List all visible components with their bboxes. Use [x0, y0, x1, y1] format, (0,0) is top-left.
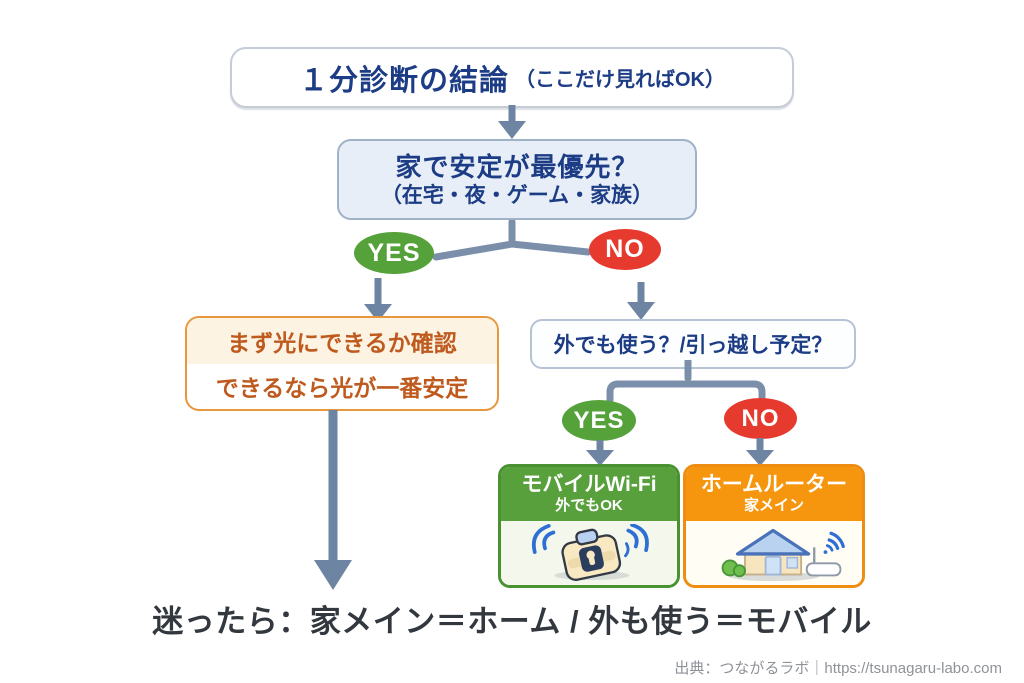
source-credit: 出典：つながるラボ｜https://tsunagaru-labo.com: [674, 660, 1002, 677]
home-router-card-title: ホームルーター: [700, 473, 848, 496]
home-router-card-body: [686, 521, 862, 585]
mobile-wifi-card: モバイルWi-Fi 外でもOK: [498, 464, 680, 588]
down-arrow-icon: [364, 278, 392, 322]
question1-line1: 家で安定が最優先？: [395, 151, 639, 182]
branch2-no-badge: NO: [724, 398, 797, 439]
mobile-wifi-card-body: [501, 521, 677, 585]
branch1-no-badge: NO: [589, 229, 661, 270]
down-arrow-icon: [498, 105, 526, 139]
title-box: １分診断の結論 （ここだけ見ればOK）: [230, 47, 794, 108]
mobile-wifi-card-subtitle: 外でもOK: [555, 497, 623, 514]
home-router-card-subtitle: 家メイン: [743, 497, 804, 514]
branch1-connector: [432, 220, 592, 261]
down-arrow-icon: [746, 438, 774, 466]
mobile-wifi-card-header: モバイルWi-Fi 外でもOK: [501, 467, 677, 521]
branch2-connector: [606, 360, 766, 402]
conclusion-text: 迷ったら：家メイン＝ホーム / 外も使う＝モバイル: [152, 604, 872, 639]
fiber-line1: まず光にできるか確認: [187, 318, 497, 364]
mobile-wifi-router-icon: [531, 524, 649, 582]
home-router-card-header: ホームルーター 家メイン: [686, 467, 862, 521]
question1-line2: （在宅・夜・ゲーム・家族）: [380, 183, 654, 207]
house-router-icon: [721, 528, 845, 582]
mobile-wifi-card-title: モバイルWi-Fi: [521, 473, 657, 496]
branch2-yes-badge: YES: [562, 400, 636, 441]
fiber-recommendation-box: まず光にできるか確認 できるなら光が一番安定: [185, 316, 499, 411]
title-main: １分診断の結論: [298, 64, 509, 97]
home-router-card: ホームルーター 家メイン: [683, 464, 865, 588]
question2-box: 外でも使う？/引っ越し予定？: [530, 319, 856, 369]
question2-text: 外でも使う？/引っ越し予定？: [553, 334, 833, 357]
down-arrow-icon: [586, 440, 614, 466]
down-arrow-icon: [627, 282, 655, 320]
fiber-line2: できるなら光が一番安定: [215, 375, 469, 402]
branch1-yes-badge: YES: [354, 232, 434, 274]
long-down-arrow-icon: [314, 410, 352, 590]
question1-box: 家で安定が最優先？ （在宅・夜・ゲーム・家族）: [337, 139, 697, 220]
title-sub: （ここだけ見ればOK）: [515, 69, 725, 91]
